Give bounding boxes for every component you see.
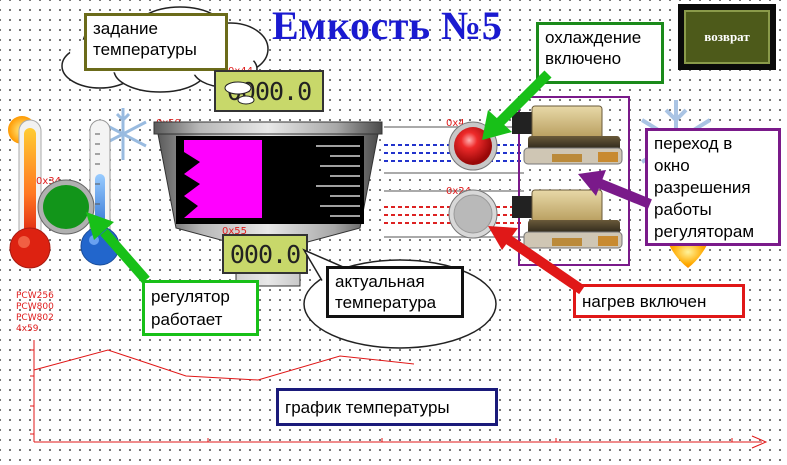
actual-temp-callout: актуальная температура	[326, 266, 464, 318]
temp-graph-callout: график температуры	[276, 388, 498, 426]
tank-level-fill	[184, 140, 262, 218]
regulator-lamp[interactable]	[36, 178, 98, 236]
valve-icon[interactable]	[502, 100, 628, 265]
temperature-graph	[30, 340, 768, 449]
graph-label: 4x59	[16, 324, 39, 334]
heating-tag: 0x24	[446, 186, 472, 197]
thermometer-hot-icon	[8, 116, 51, 269]
heating-callout: нагрев включен	[573, 284, 745, 318]
arrow-regulator	[86, 212, 150, 284]
arrow-heating	[488, 226, 585, 295]
page-title: Емкость №5	[272, 3, 503, 48]
actual-tag: 0x55	[222, 226, 248, 237]
actual-temp-display: 000.0	[222, 234, 308, 274]
arrow-permission	[578, 170, 652, 209]
graph-label: PCW802	[16, 313, 54, 323]
tank-graphic	[153, 121, 383, 287]
regulator-tag: 0x34	[36, 176, 62, 187]
cloud-tail-dots	[224, 81, 255, 105]
cooling-callout: охлаждение включено	[536, 22, 664, 84]
graph-device-labels: PCW256 PCW800 PCW802 4x59	[16, 291, 54, 335]
graph-label: PCW800	[16, 302, 54, 312]
back-button[interactable]: возврат	[678, 4, 776, 70]
regulator-permission-callout: переход в окно разрешения работы регулят…	[645, 128, 781, 246]
back-button-label: возврат	[684, 10, 770, 64]
regulator-works-callout: регулятор работает	[142, 280, 259, 336]
graph-label: PCW256	[16, 291, 54, 301]
setpoint-callout: задание температуры	[84, 13, 228, 71]
heating-lamp	[448, 189, 498, 239]
cooling-tag: 0x4	[446, 118, 465, 129]
arrow-cooling	[482, 70, 552, 140]
temperature-line	[33, 349, 415, 381]
valves-frame[interactable]	[518, 96, 630, 266]
